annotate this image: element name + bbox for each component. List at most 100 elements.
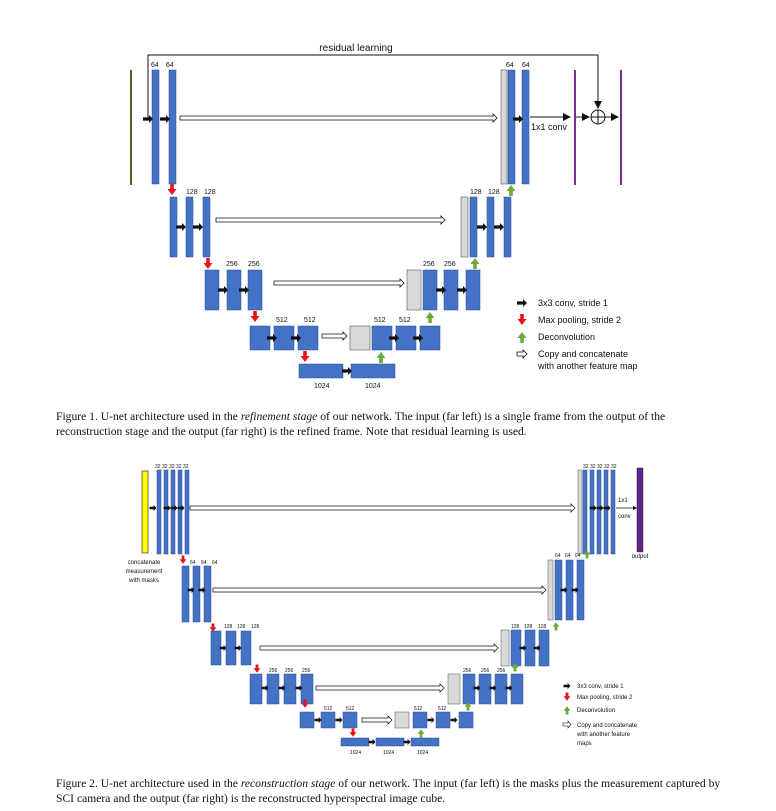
channel-label: 128 xyxy=(251,624,260,630)
channel-label: 128 xyxy=(538,624,547,630)
level-5-right: 512 512 xyxy=(394,706,474,729)
skip-arrow xyxy=(273,278,405,288)
conv-arrow-icon xyxy=(149,505,157,511)
channel-label: 1024 xyxy=(417,750,428,756)
conv-arrow-icon xyxy=(218,286,228,294)
channel-label: 64 xyxy=(166,62,174,69)
deconv-arrow-icon xyxy=(417,729,425,738)
deconv-arrow-icon xyxy=(470,258,480,269)
legend-text: Deconvolution xyxy=(577,708,615,714)
sum-node xyxy=(576,109,619,125)
level-2-left: 64 64 64 xyxy=(181,560,218,623)
skip-arrow xyxy=(189,503,576,513)
deconv-arrow-icon xyxy=(425,312,435,323)
skip-arrow xyxy=(179,113,498,123)
channel-label: 1024 xyxy=(350,750,361,756)
channel-label: 32 xyxy=(611,464,617,470)
conv-arrow-icon xyxy=(427,717,435,723)
level-4-left: 512 512 xyxy=(249,317,319,351)
legend-text: 3x3 conv, stride 1 xyxy=(577,684,624,690)
channel-label: 512 xyxy=(399,317,411,324)
pool-arrow-icon xyxy=(349,728,357,737)
channel-label: 256 xyxy=(226,261,238,268)
legend-fig2: 3x3 conv, stride 1 Max pooling, stride 2… xyxy=(562,683,638,747)
output-bar-1 xyxy=(574,70,576,185)
channel-label: 256 xyxy=(463,668,472,674)
channel-label: 512 xyxy=(374,317,386,324)
caption-text: of our network. The input (far left) is … xyxy=(56,777,721,805)
output-cube xyxy=(636,467,644,553)
caption-text: U-net architecture used in the xyxy=(97,777,241,790)
legend-text: with another feature map xyxy=(537,361,638,371)
pool-arrow-icon xyxy=(209,623,217,632)
channel-label: 64 xyxy=(506,62,514,69)
conv-arrow-icon xyxy=(450,717,458,723)
green-up-arrow-icon xyxy=(563,706,571,715)
channel-label: 256 xyxy=(423,261,435,268)
level-1-left: 32 32 32 32 32 xyxy=(149,464,190,555)
caption-emphasis: reconstruction stage xyxy=(240,777,336,790)
conv-arrow-icon xyxy=(193,223,203,231)
channel-label: 128 xyxy=(511,624,520,630)
conv-arrow-icon xyxy=(176,223,186,231)
conv-arrow-icon xyxy=(494,223,504,231)
conv-arrow-icon xyxy=(335,717,343,723)
skip-arrow xyxy=(215,215,446,225)
channel-label: 128 xyxy=(470,189,482,196)
red-down-arrow-icon xyxy=(563,692,571,701)
deconv-arrow-icon xyxy=(376,352,386,363)
conv-arrow-icon xyxy=(457,286,467,294)
channel-label: 128 xyxy=(186,189,198,196)
conv-arrow-icon xyxy=(403,739,411,745)
caption-prefix: Figure 2. xyxy=(56,777,98,790)
level-3-right: 128 128 128 xyxy=(500,624,550,667)
channel-label: 512 xyxy=(438,706,447,712)
legend-text: Deconvolution xyxy=(538,332,595,342)
deconv-arrow-icon xyxy=(552,622,560,631)
channel-label: 128 xyxy=(488,189,500,196)
channel-label: 128 xyxy=(524,624,533,630)
legend-text: with another feature xyxy=(576,732,631,738)
deconv-arrow-icon xyxy=(506,185,516,196)
channel-label: 1024 xyxy=(365,383,381,390)
skip-arrow xyxy=(315,683,445,693)
input-label: measurement xyxy=(126,569,163,575)
black-arrow-icon xyxy=(517,299,527,307)
channel-label: 32 xyxy=(155,464,161,470)
channel-label: 64 xyxy=(201,560,207,566)
level-5-left: 512 512 xyxy=(299,706,358,729)
legend-text: maps xyxy=(577,741,592,747)
channel-label: 64 xyxy=(151,62,159,69)
channel-label: 256 xyxy=(248,261,260,268)
channel-label: 32 xyxy=(604,464,610,470)
output-label: output xyxy=(632,554,649,560)
conv1x1-label: conv xyxy=(618,514,631,520)
channel-label: 512 xyxy=(304,317,316,324)
level-2-left: 128 128 xyxy=(169,189,216,258)
channel-label: 1024 xyxy=(383,750,394,756)
legend-text: Max pooling, stride 2 xyxy=(538,315,621,325)
channel-label: 32 xyxy=(583,464,589,470)
conv-arrow-icon xyxy=(314,717,322,723)
channel-label: 256 xyxy=(497,668,506,674)
legend-text: 3x3 conv, stride 1 xyxy=(538,298,608,308)
figure-1-diagram: residual learning 64 64 1x1 conv 64 64 xyxy=(130,43,638,390)
pool-arrow-icon xyxy=(300,351,310,362)
conv1x1-label: 1x1 xyxy=(618,498,628,504)
residual-connection: residual learning xyxy=(147,43,602,118)
channel-label: 128 xyxy=(204,189,216,196)
caption-prefix: Figure 1. xyxy=(56,410,98,423)
conv-arrow-icon xyxy=(160,115,170,123)
channel-label: 32 xyxy=(590,464,596,470)
conv-arrow-icon xyxy=(368,739,376,745)
channel-label: 1024 xyxy=(314,383,330,390)
level-4-right: 256 256 256 xyxy=(447,668,524,705)
channel-label: 256 xyxy=(285,668,294,674)
bottleneck: 1024 1024 xyxy=(298,363,396,390)
hollow-arrow-icon xyxy=(516,349,528,359)
skip-arrow xyxy=(259,643,499,653)
channel-label: 128 xyxy=(237,624,246,630)
legend-text: Max pooling, stride 2 xyxy=(577,695,633,701)
bottleneck: 1024 1024 1024 xyxy=(340,737,440,756)
skip-arrow xyxy=(321,331,348,341)
